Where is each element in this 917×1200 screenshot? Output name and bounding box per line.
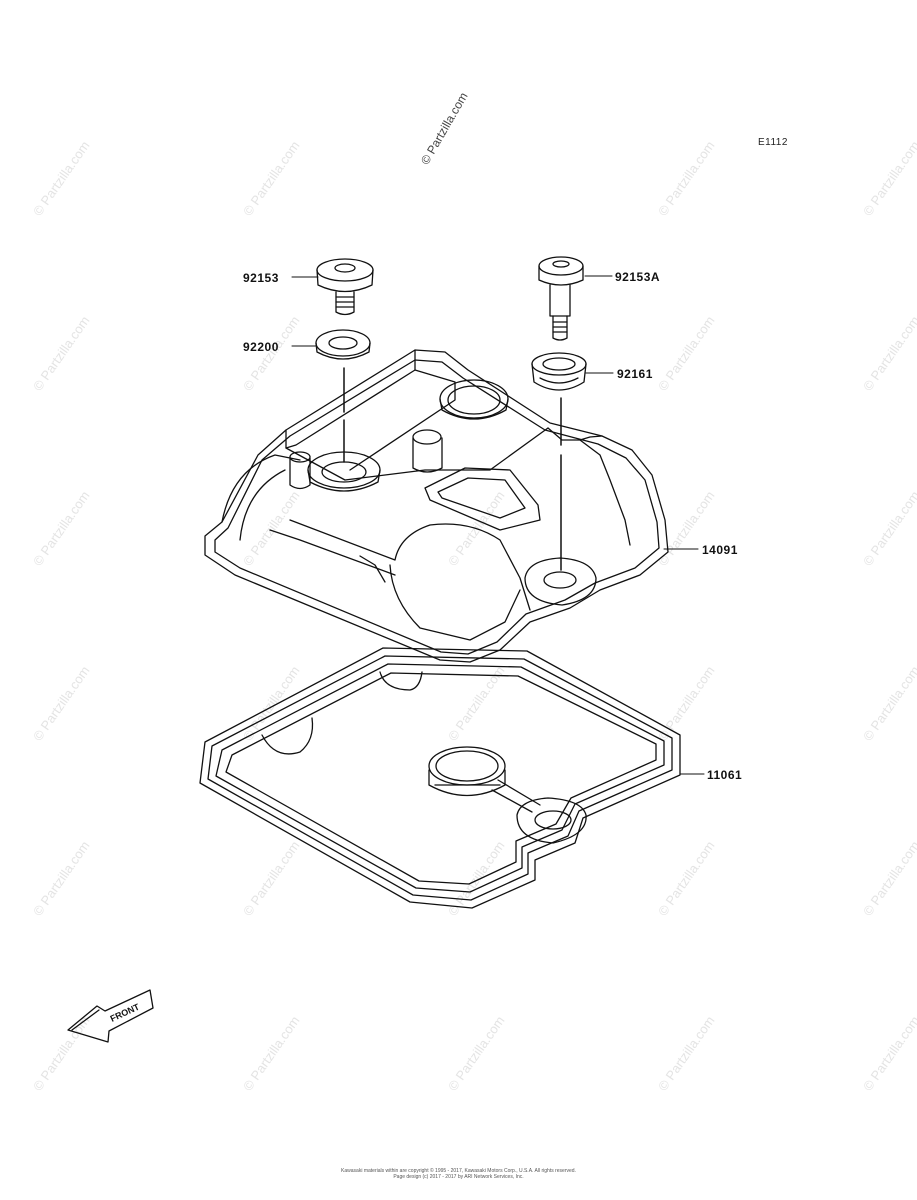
copyright-line: Page design (c) 2017 - 2017 by ARI Netwo…: [393, 1174, 524, 1180]
front-arrow-icon: FRONT: [67, 989, 154, 1043]
washer-92200[interactable]: [315, 329, 371, 360]
part-label-14091[interactable]: 14091: [702, 543, 738, 557]
grommet-92161[interactable]: [531, 352, 587, 391]
diagram-code: E1112: [758, 137, 788, 148]
bolt-92153a[interactable]: [538, 256, 584, 341]
part-label-92200[interactable]: 92200: [243, 340, 279, 354]
part-label-92153a[interactable]: 92153A: [615, 270, 661, 284]
part-label-11061[interactable]: 11061: [707, 768, 743, 782]
leader-lines: [291, 275, 705, 775]
assembly-lines: [343, 367, 562, 571]
part-label-92161[interactable]: 92161: [617, 367, 653, 381]
front-label: FRONT: [109, 1001, 142, 1023]
copyright-line: Kawasaki materials within are copyright …: [341, 1168, 576, 1174]
copyright-footer: Kawasaki materials within are copyright …: [300, 1168, 617, 1180]
head-cover-gasket[interactable]: [199, 647, 681, 909]
bolt-92153[interactable]: [316, 258, 374, 316]
cylinder-head-cover[interactable]: [204, 349, 669, 663]
part-label-92153[interactable]: 92153: [243, 271, 279, 285]
